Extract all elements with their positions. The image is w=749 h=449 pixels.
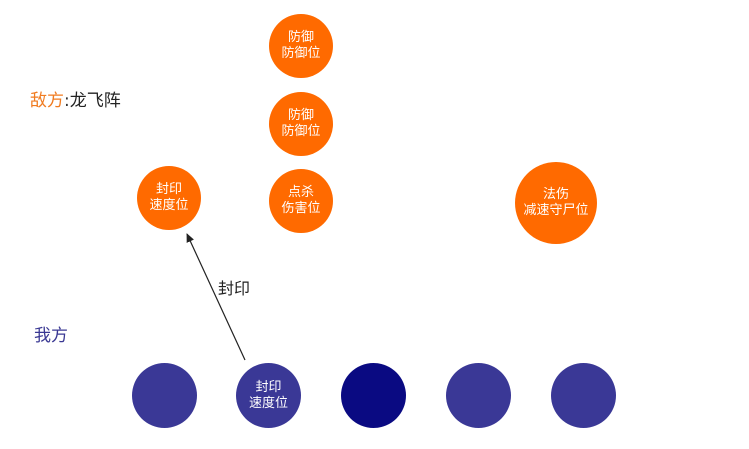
node-line1: 防御 <box>287 30 314 45</box>
node-line2: 防御位 <box>281 124 321 139</box>
enemy-colon: : <box>64 91 70 111</box>
node-line2: 减速守尸位 <box>523 203 589 218</box>
enemy-node-defense-top: 防御 防御位 <box>269 14 333 78</box>
node-line1: 法伤 <box>542 187 569 202</box>
ally-side-label: 我方 <box>34 326 68 346</box>
enemy-node-damage: 点杀 伤害位 <box>269 169 333 233</box>
arrow-label: 封印 <box>218 279 251 298</box>
ally-node-seal-speed: 封印 速度位 <box>236 363 301 428</box>
node-line1: 防御 <box>287 108 314 123</box>
node-line2: 防御位 <box>281 46 321 61</box>
enemy-side-label: 敌方:龙飞阵 <box>30 91 121 111</box>
ally-node-3 <box>341 363 406 428</box>
enemy-node-seal-speed: 封印 速度位 <box>137 166 201 230</box>
enemy-prefix: 敌方 <box>30 91 64 111</box>
enemy-node-defense-middle: 防御 防御位 <box>269 92 333 156</box>
enemy-formation-name: 龙飞阵 <box>69 91 121 111</box>
node-line1: 封印 <box>255 379 282 395</box>
node-line2: 伤害位 <box>281 201 321 216</box>
ally-node-5 <box>551 363 616 428</box>
node-line1: 封印 <box>155 182 182 197</box>
node-line2: 速度位 <box>149 198 189 213</box>
ally-node-1 <box>132 363 197 428</box>
node-line2: 速度位 <box>248 395 288 411</box>
node-line1: 点杀 <box>287 185 314 200</box>
ally-node-4 <box>446 363 511 428</box>
enemy-node-magic-slow: 法伤 减速守尸位 <box>515 162 597 244</box>
